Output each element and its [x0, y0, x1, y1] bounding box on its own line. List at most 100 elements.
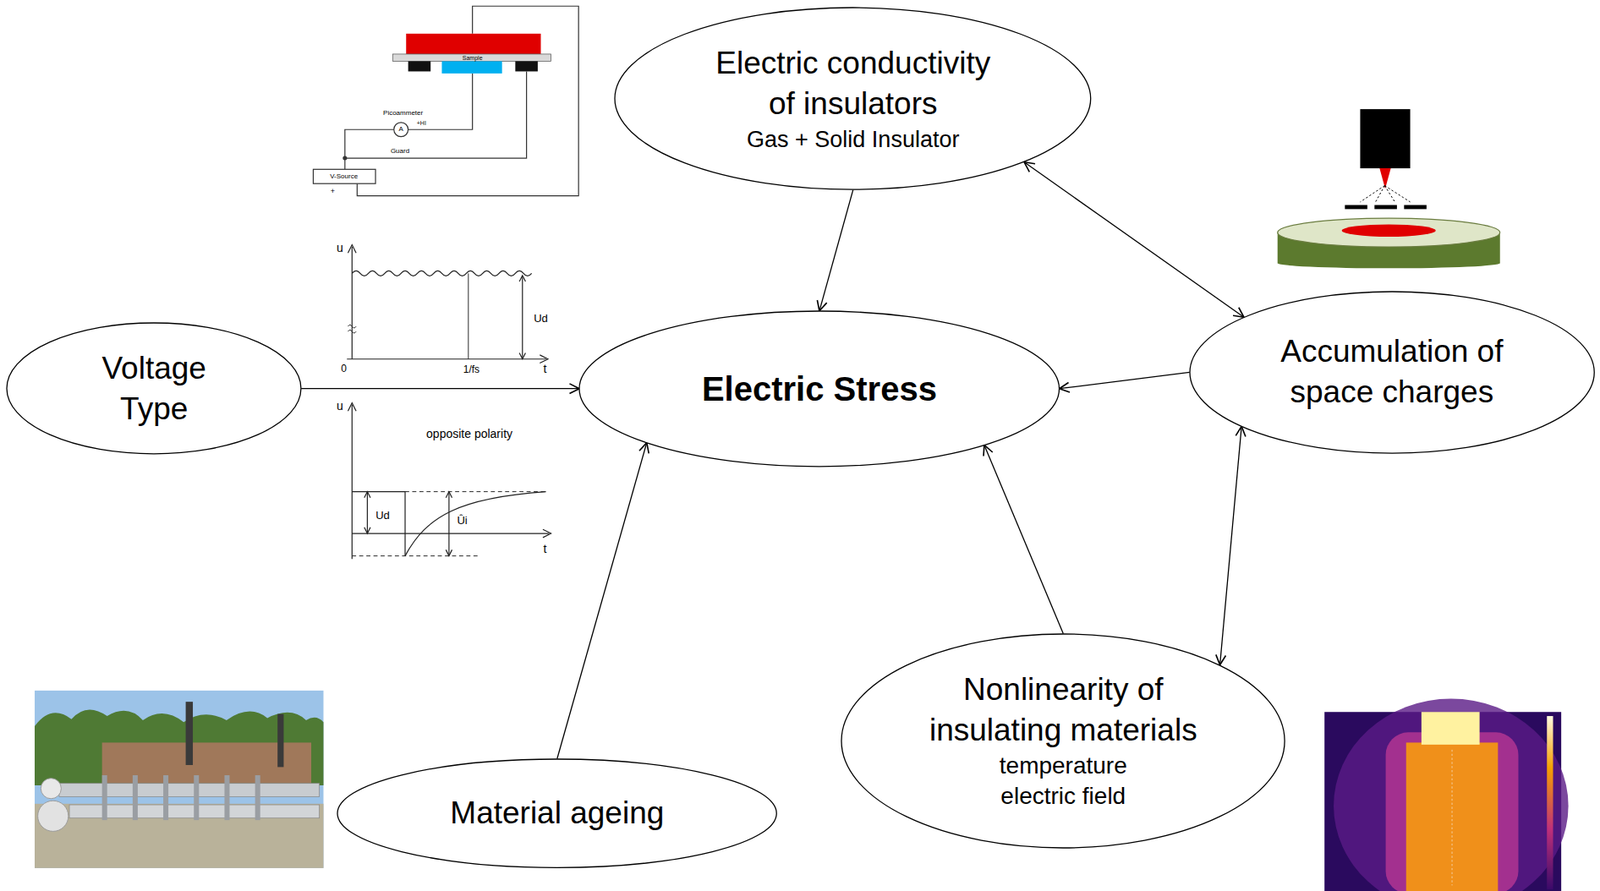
- circuit-wire: [356, 5, 579, 196]
- ripple-wave: [351, 270, 532, 276]
- polarity-sign: +: [330, 186, 335, 195]
- ellipse-node: Electric Stress: [578, 310, 1061, 468]
- thermal-colorbar: [1546, 716, 1553, 890]
- arrow-connector: [1220, 426, 1243, 665]
- guard-electrode: [408, 60, 432, 72]
- spray-line: [1375, 186, 1386, 203]
- dimension-arrow: [367, 493, 368, 533]
- photo-flange: [132, 775, 138, 821]
- grid-bar: [1403, 205, 1427, 210]
- test-field-photo: [34, 690, 324, 869]
- thermal-image: [1324, 699, 1568, 891]
- arrow-connector: [984, 444, 1064, 634]
- node-subtext: electric field: [919, 781, 1207, 812]
- dimension-arrowhead: [445, 549, 452, 556]
- meter-symbol-label: A: [399, 126, 404, 133]
- guard-wire: [345, 71, 527, 159]
- part-label: Sample: [462, 54, 483, 61]
- photo-flange: [224, 775, 230, 821]
- ellipse-outline: [1189, 290, 1595, 455]
- thermal-measure-line: [1452, 750, 1453, 886]
- polarity-reversal-graph: [347, 403, 551, 560]
- y-axis: [351, 246, 353, 360]
- dimension-arrowhead: [519, 352, 526, 359]
- recovery-curve: [405, 492, 547, 557]
- thermal-top: [1421, 712, 1480, 746]
- ammeter-symbol: [394, 122, 409, 137]
- ellipse-shape: [6, 323, 302, 455]
- sample-plate: [393, 54, 552, 61]
- ellipse-shape: [1189, 291, 1595, 454]
- ellipse-node: Accumulation of space charges: [1189, 290, 1595, 455]
- node-title: Accumulation of space charges: [1265, 331, 1519, 413]
- arrow-connector: [1024, 162, 1244, 318]
- photo-flange: [255, 775, 261, 821]
- ellipse-node: Nonlinearity of insulating materialstemp…: [840, 633, 1286, 850]
- wire-label: Guard: [390, 147, 410, 155]
- junction-dot: [343, 156, 347, 160]
- dimension-label: Ûi: [456, 515, 467, 527]
- photo-ground: [34, 804, 324, 869]
- terminal-label: +HI: [416, 119, 427, 126]
- node-title: Electric Stress: [701, 367, 937, 411]
- ellipse-shape: [841, 634, 1285, 849]
- instrument-label: Picoammeter: [383, 109, 423, 117]
- measurement-circuit: [312, 5, 579, 196]
- charged-spot: [1342, 224, 1436, 236]
- dimension-arrowhead: [519, 275, 526, 282]
- dimension-label: Ud: [533, 312, 548, 324]
- spray-line: [1359, 186, 1385, 203]
- x-axis: [346, 358, 546, 360]
- axis-label: u: [336, 400, 344, 412]
- photo-flange: [163, 775, 169, 821]
- thermal-body: [1406, 742, 1499, 891]
- corona-charging-illustration: [1277, 109, 1501, 269]
- y-axis: [351, 405, 353, 559]
- ellipse-shape: [614, 7, 1091, 190]
- charge-spray: [1359, 186, 1410, 203]
- photo-trees: [34, 709, 324, 786]
- ellipse-node: Electric conductivity of insulatorsGas +…: [613, 6, 1092, 191]
- axis-label: t: [542, 362, 547, 375]
- reference-line: [351, 555, 480, 557]
- dimension-arrowhead: [364, 492, 371, 499]
- ellipse-shape: [337, 759, 777, 868]
- node-title: Nonlinearity of insulating materials: [919, 669, 1207, 751]
- axis-label: 1/fs: [463, 364, 480, 375]
- period-marker: [467, 273, 469, 359]
- node-title: Electric conductivity of insulators: [709, 43, 998, 125]
- dimension-arrow: [521, 276, 523, 359]
- dimension-arrowhead: [364, 527, 371, 534]
- axis-arrowhead: [542, 529, 552, 538]
- graph-annotation: opposite polarity: [426, 427, 513, 440]
- circuit-wire: [345, 129, 395, 170]
- photo-pipe: [59, 783, 320, 798]
- dc-ripple-graph: [346, 245, 548, 364]
- voltage-source-box: [312, 169, 376, 184]
- axis-label: u: [336, 241, 344, 254]
- dimension-arrowhead: [445, 492, 452, 499]
- photo-sky: [34, 690, 324, 869]
- ellipse-outline: [5, 322, 302, 455]
- dimension-label: Ud: [375, 509, 390, 521]
- arrow-connector: [557, 443, 647, 760]
- reference-line: [405, 491, 547, 493]
- arrow-connector: [1059, 372, 1190, 389]
- photo-flange: [193, 775, 199, 821]
- top-electrode: [405, 33, 541, 55]
- arrow-connector: [301, 388, 580, 390]
- disc-top: [1277, 218, 1501, 247]
- needle-holder: [1359, 109, 1410, 169]
- photo-sphere: [38, 800, 69, 832]
- source-label: V-Source: [329, 173, 358, 181]
- ellipse-shape: [579, 311, 1060, 467]
- voltage-step: [351, 492, 406, 557]
- arrow-connector: [819, 190, 854, 312]
- circuit-wire: [408, 73, 473, 130]
- axis-break: [347, 324, 357, 334]
- spray-line: [1384, 186, 1395, 203]
- node-subtext: Gas + Solid Insulator: [709, 125, 998, 155]
- thermal-halo: [1386, 732, 1519, 891]
- thermal-halo: [1333, 699, 1569, 891]
- axis-label: t: [542, 542, 547, 555]
